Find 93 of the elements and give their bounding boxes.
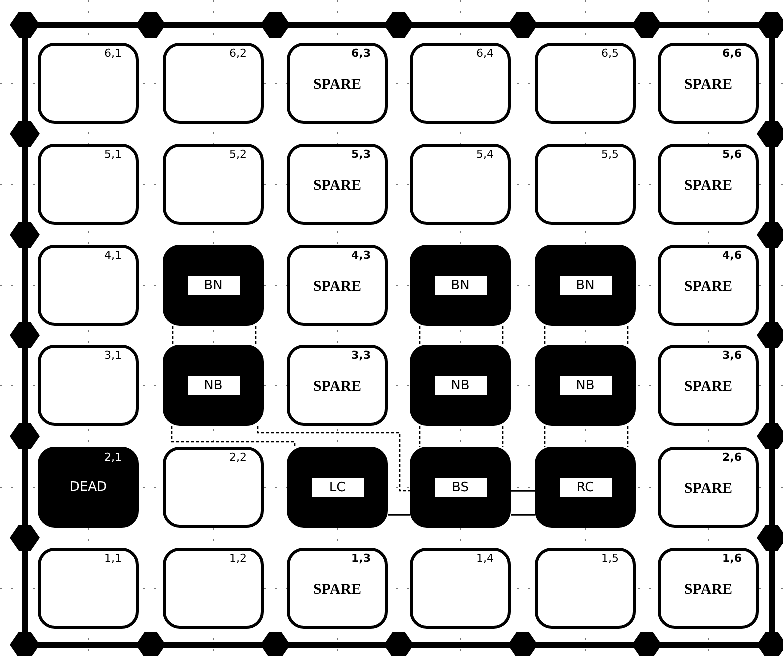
module-block (535, 345, 636, 426)
slot-status: SPARE (683, 76, 734, 94)
module-label: BS (434, 478, 486, 497)
connector-line (544, 425, 629, 448)
module-slot (163, 43, 264, 124)
module-label: RC (560, 478, 612, 497)
slot-number: 1,6 (722, 552, 742, 565)
spare-slot (658, 447, 759, 528)
module-label: NB (434, 376, 486, 395)
module-block (410, 447, 511, 528)
spare-slot (658, 245, 759, 326)
spare-slot (287, 43, 388, 124)
module-label: BN (560, 276, 612, 295)
connector-line (257, 426, 410, 492)
slot-number: 1,1 (104, 552, 122, 565)
slot-number: 2,2 (230, 451, 247, 464)
spare-slot (287, 345, 388, 426)
slot-status: SPARE (312, 177, 363, 195)
module-slot (163, 548, 264, 629)
module-slot (410, 144, 511, 225)
slot-number: 6,6 (722, 47, 742, 60)
module-block (410, 345, 511, 426)
slot-number: 2,6 (722, 451, 742, 464)
module-label: LC (312, 478, 364, 497)
slot-number: 5,1 (104, 148, 122, 161)
slot-status: SPARE (683, 378, 734, 396)
slot-number: 6,3 (352, 47, 371, 60)
slot-number: 4,1 (104, 249, 122, 262)
slot-number: 6,2 (230, 47, 247, 60)
module-block (163, 245, 264, 326)
module-label: BN (188, 276, 240, 295)
slot-status: SPARE (312, 581, 363, 599)
slot-number: 6,5 (602, 47, 619, 60)
module-slot (38, 43, 139, 124)
slot-status: SPARE (312, 278, 363, 296)
module-slot (410, 43, 511, 124)
slot-number: 4,3 (352, 249, 371, 262)
slot-status: SPARE (683, 177, 734, 195)
slot-number: 3,6 (722, 349, 742, 362)
connector-line (544, 325, 629, 346)
module-slot (38, 245, 139, 326)
connector-line (388, 514, 410, 516)
module-slot (38, 144, 139, 225)
connector-line (510, 490, 536, 516)
slot-status: SPARE (683, 480, 734, 498)
slot-status: SPARE (683, 581, 734, 599)
slot-number: 3,3 (352, 349, 371, 362)
slot-status: SPARE (312, 76, 363, 94)
spare-slot (658, 43, 759, 124)
slot-number: 6,4 (476, 47, 494, 60)
module-slot (535, 548, 636, 629)
connector-line (172, 325, 257, 346)
slot-number: 1,4 (476, 552, 494, 565)
connector-line (171, 426, 296, 447)
spare-slot (287, 548, 388, 629)
module-label: BN (434, 276, 486, 295)
module-slot (410, 548, 511, 629)
dead-slot (38, 447, 139, 528)
slot-number: 4,6 (722, 249, 742, 262)
slot-number: 5,3 (352, 148, 371, 161)
spare-slot (287, 245, 388, 326)
module-slot (535, 43, 636, 124)
slot-number: 2,1 (104, 451, 122, 464)
module-block (535, 447, 636, 528)
module-slot (38, 548, 139, 629)
slot-number: 1,5 (602, 552, 619, 565)
slot-number: 1,2 (230, 552, 247, 565)
slot-number: 5,2 (230, 148, 247, 161)
spare-slot (287, 144, 388, 225)
connector-line (419, 425, 504, 448)
module-label: NB (560, 376, 612, 395)
slot-number: 5,5 (602, 148, 619, 161)
module-label: NB (188, 376, 240, 395)
module-block (163, 345, 264, 426)
module-block (410, 245, 511, 326)
slot-number: 5,6 (722, 148, 742, 161)
spare-slot (658, 345, 759, 426)
spare-slot (658, 144, 759, 225)
slot-status: SPARE (312, 378, 363, 396)
module-slot (163, 447, 264, 528)
module-block (287, 447, 388, 528)
slot-number: 6,1 (104, 47, 122, 60)
spare-slot (658, 548, 759, 629)
slot-number: 3,1 (104, 349, 122, 362)
module-slot (38, 345, 139, 426)
module-slot (163, 144, 264, 225)
slot-status: SPARE (683, 278, 734, 296)
slot-number: 1,3 (352, 552, 371, 565)
slot-status: DEAD (70, 480, 108, 496)
module-slot (535, 144, 636, 225)
module-block (535, 245, 636, 326)
slot-number: 5,4 (476, 148, 494, 161)
connector-line (419, 325, 504, 346)
